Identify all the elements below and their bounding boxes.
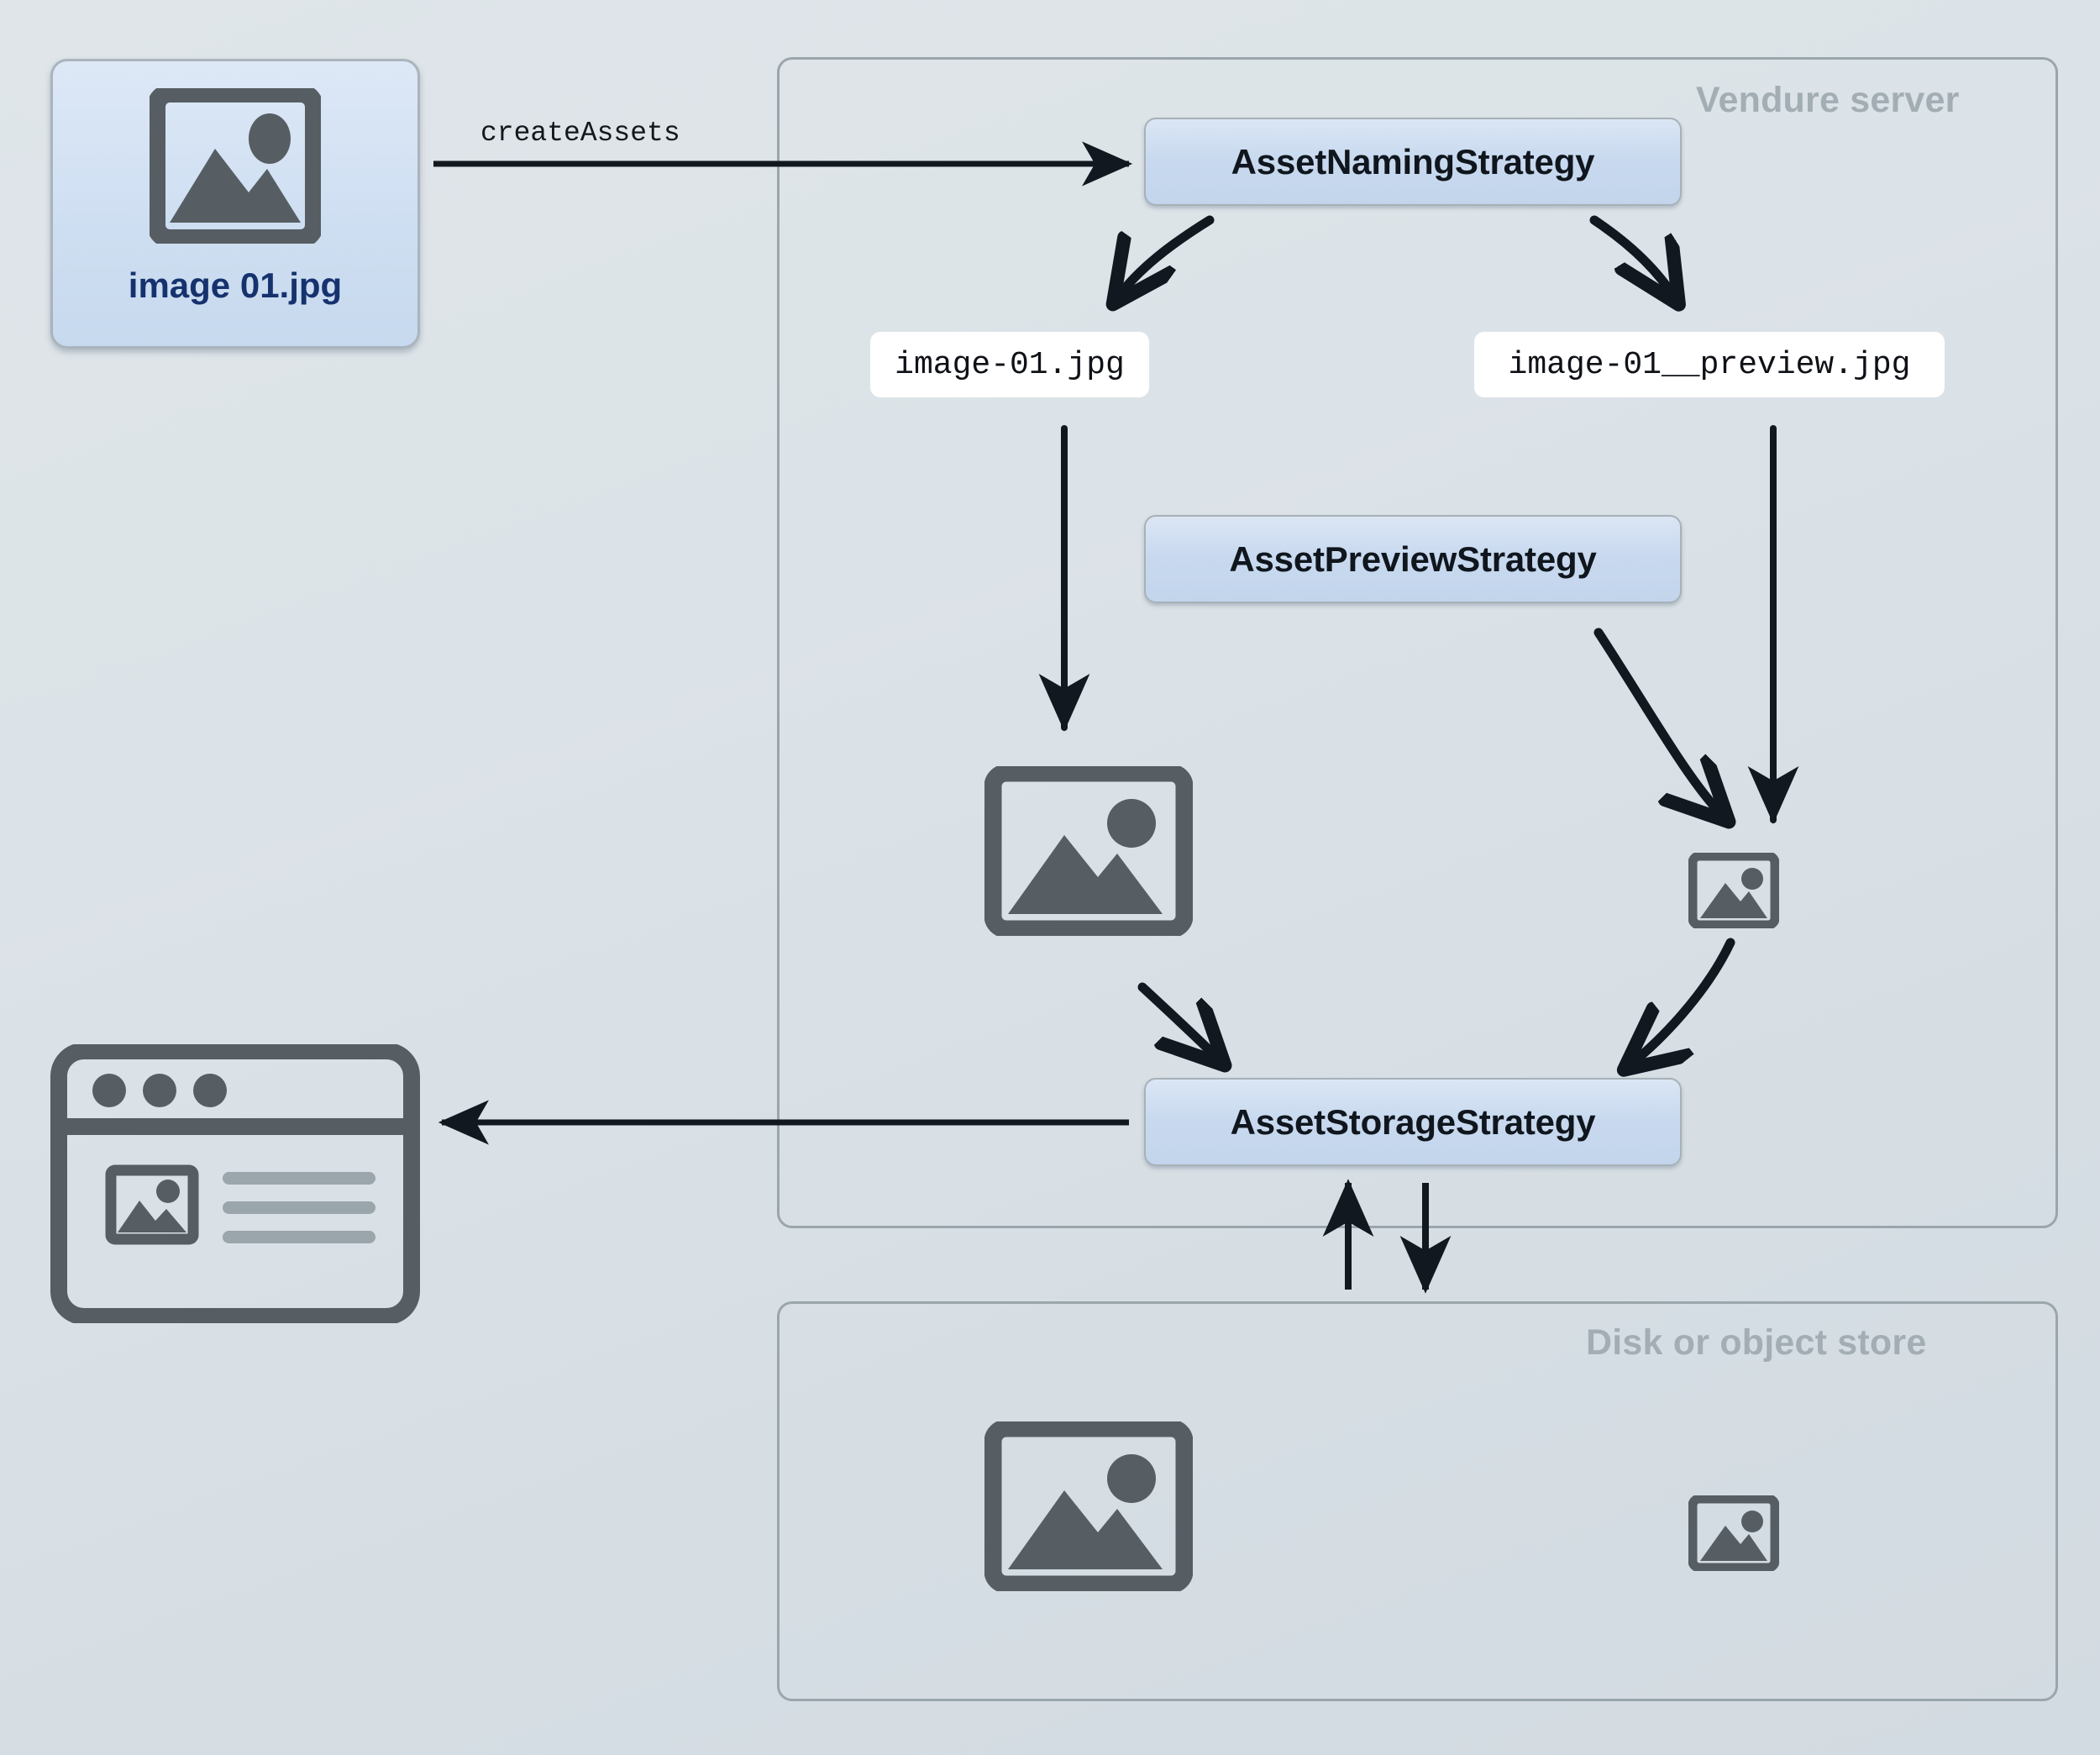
asset-preview-strategy-label: AssetPreviewStrategy bbox=[1229, 539, 1597, 579]
source-filename-label: image-01.jpg bbox=[895, 346, 1125, 383]
image-icon bbox=[147, 84, 323, 248]
server-source-image-icon bbox=[984, 764, 1194, 938]
create-assets-edge-label: createAssets bbox=[480, 118, 680, 149]
asset-preview-strategy-box[interactable]: AssetPreviewStrategy bbox=[1144, 515, 1682, 603]
preview-filename-label: image-01__preview.jpg bbox=[1508, 346, 1911, 383]
stored-preview-image-icon bbox=[1688, 1494, 1780, 1573]
source-filename-chip: image-01.jpg bbox=[870, 332, 1149, 397]
group-disk-store bbox=[777, 1301, 2058, 1701]
asset-naming-strategy-label: AssetNamingStrategy bbox=[1231, 141, 1595, 181]
group-disk-store-label: Disk or object store bbox=[1586, 1322, 1927, 1363]
stored-source-image-icon bbox=[984, 1419, 1194, 1594]
source-asset-card[interactable]: image 01.jpg bbox=[50, 59, 420, 349]
asset-naming-strategy-box[interactable]: AssetNamingStrategy bbox=[1144, 118, 1682, 206]
group-vendure-server bbox=[777, 57, 2058, 1228]
browser-window-icon[interactable] bbox=[50, 1043, 420, 1325]
server-preview-image-icon bbox=[1688, 851, 1780, 930]
asset-storage-strategy-box[interactable]: AssetStorageStrategy bbox=[1144, 1078, 1682, 1166]
preview-filename-chip: image-01__preview.jpg bbox=[1474, 332, 1945, 397]
group-vendure-server-label: Vendure server bbox=[1696, 80, 1960, 120]
asset-storage-strategy-label: AssetStorageStrategy bbox=[1230, 1101, 1596, 1142]
source-asset-label: image 01.jpg bbox=[128, 265, 343, 305]
